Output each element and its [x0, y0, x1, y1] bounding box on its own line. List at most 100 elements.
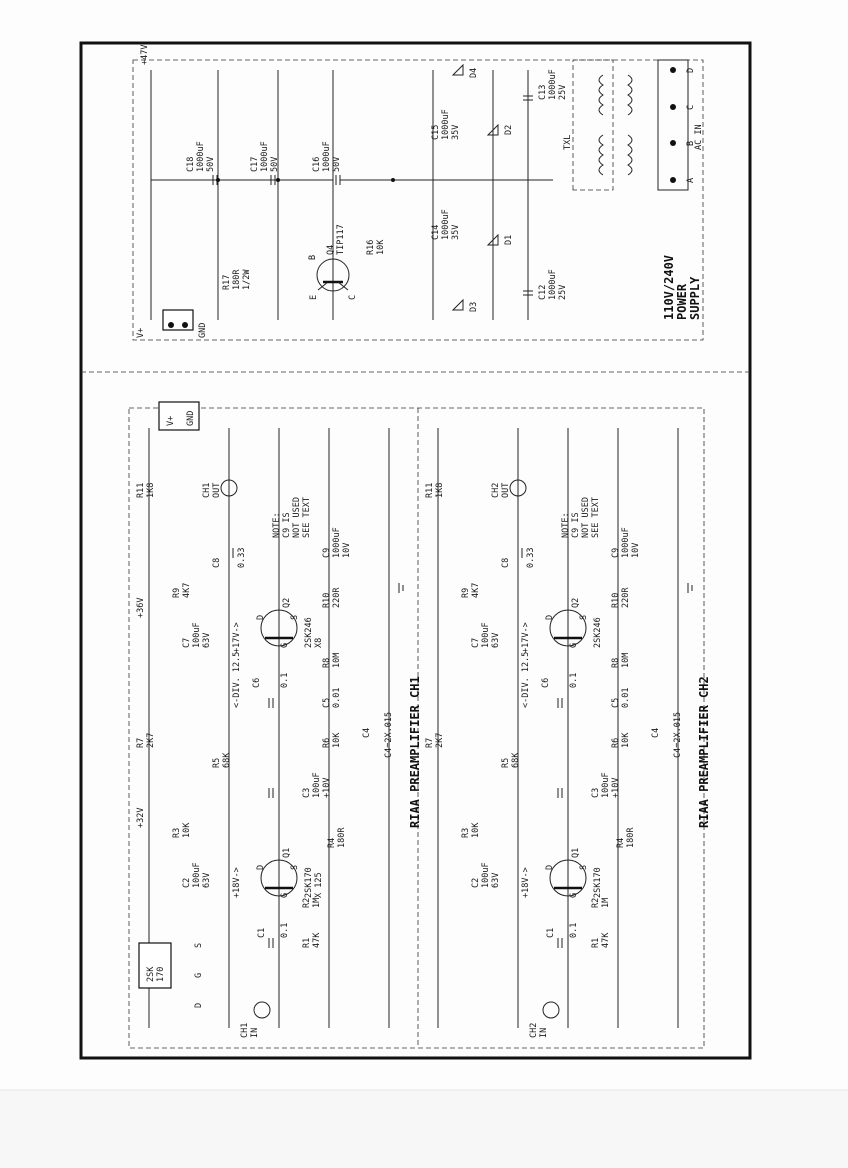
- ch2-r5-label: R5: [501, 758, 511, 768]
- ch1-c8-label: C8: [212, 558, 222, 568]
- c13-label: C13: [538, 85, 548, 100]
- ch1-rail32: +32V: [136, 808, 146, 828]
- ch1-r8-label: R8: [322, 658, 332, 668]
- ch1-r8-value: 10M: [332, 653, 342, 668]
- c15-voltage: 35V: [451, 125, 461, 140]
- ch2-v17: +17V->: [521, 622, 531, 653]
- power-supply-section: [150, 59, 689, 331]
- ps-pin-gnd: GND: [198, 323, 208, 338]
- c17-label: C17: [250, 157, 260, 172]
- ch1-q2-label: Q2: [282, 598, 292, 608]
- ch1-c3-label: C3: [302, 788, 312, 798]
- c15-label: C15: [431, 125, 441, 140]
- ch1-c9-voltage: 10V: [342, 543, 352, 558]
- ch1-c5-value: 0.01: [332, 688, 342, 708]
- ch2-r3-value: 10K: [471, 822, 481, 838]
- ch1-r3-label: R3: [172, 828, 182, 838]
- c18-label: C18: [186, 157, 196, 172]
- ch2-input-label: CH2: [529, 1023, 539, 1038]
- c12-label: C12: [538, 285, 548, 300]
- ch1-note-4: SEE TEXT: [302, 497, 312, 538]
- ch1-q1-part: 2SK170: [304, 867, 314, 898]
- ch2-r8-label: R8: [611, 658, 621, 668]
- ch2-r8-value: 10M: [621, 653, 631, 668]
- ch2-c7-voltage: 63V: [491, 633, 501, 648]
- ch2-c3-voltage: +10V: [611, 778, 621, 798]
- ch2-r3-label: R3: [461, 828, 471, 838]
- ch1-rail36: +36V: [136, 598, 146, 618]
- ch2-c8-label: C8: [501, 558, 511, 568]
- ch1-c7-voltage: 63V: [202, 633, 212, 648]
- ch2-q1-part: 2SK170: [593, 867, 603, 898]
- ch2-v18: +18V->: [521, 867, 531, 898]
- ch1-c8-value: 0.33: [237, 548, 247, 568]
- q4-part: TIP117: [336, 224, 346, 255]
- ch2-q2-pin-d: D: [545, 615, 555, 620]
- ch2-r1-label: R1: [591, 938, 601, 948]
- ch1-r3-value: 10K: [182, 822, 192, 838]
- ch2-r7-value: 2K7: [435, 733, 445, 748]
- plus47-label: +47V: [140, 45, 150, 65]
- ps-pin-vplus: V+: [136, 328, 146, 338]
- ch2-c3-value: 100uF: [601, 772, 611, 798]
- d1-label: D1: [504, 235, 514, 245]
- ac-pin-d: D: [686, 68, 696, 73]
- ch1-c7-value: 100uF: [192, 622, 202, 648]
- ch1-c7-label: C7: [182, 638, 192, 648]
- c15-value: 1000uF: [441, 109, 451, 140]
- pinout-pin-g: G: [194, 973, 204, 978]
- ch1-r7-value: 2K7: [146, 733, 156, 748]
- power-supply-title-2: POWER: [675, 283, 689, 320]
- ch1-note-3: NOT USED: [292, 497, 302, 538]
- ch2-r4-value: 180R: [626, 827, 636, 848]
- q4-pin-b: B: [308, 255, 318, 260]
- c13-value: 1000uF: [548, 69, 558, 100]
- ch2-output-label: CH2: [491, 483, 501, 498]
- ch1-r5-value: 68K: [222, 752, 232, 768]
- ch1-q2-mult: X8: [314, 638, 324, 648]
- ch1-c6-label: C6: [252, 678, 262, 688]
- ch2-r6-value: 10K: [621, 732, 631, 748]
- ch2-c6-value: 0.1: [569, 673, 579, 688]
- ch1-r4-label: R4: [327, 838, 337, 848]
- ch1-r5-label: R5: [212, 758, 222, 768]
- ch1-div: <-DIV. 12.5: [232, 652, 242, 708]
- c18-value: 1000uF: [196, 141, 206, 172]
- ch2-c3-label: C3: [591, 788, 601, 798]
- ch1-c5-label: C5: [322, 698, 332, 708]
- ch1-c2-label: C2: [182, 878, 192, 888]
- ch2-c4eq: C4=2X.015: [673, 712, 683, 758]
- c14-voltage: 35V: [451, 225, 461, 240]
- ch1-c4eq: C4=2X.015: [384, 712, 394, 758]
- ch1-r10-label: R10: [322, 593, 332, 608]
- ch1-q1-pin-d: D: [256, 865, 266, 870]
- ch2-r2-label: R2: [591, 898, 601, 908]
- ch2-c5-label: C5: [611, 698, 621, 708]
- ch2-c9-voltage: 10V: [631, 543, 641, 558]
- ch1-r9-value: 4K7: [182, 583, 192, 598]
- ch1-v18: +18V->: [232, 867, 242, 898]
- ch2-c7-value: 100uF: [481, 622, 491, 648]
- d2-label: D2: [504, 125, 514, 135]
- c16-voltage: 50V: [332, 157, 342, 172]
- ch1-r1-value: 47K: [312, 932, 322, 948]
- ch2-c4-label: C4: [651, 728, 661, 738]
- ch1-r2-value: 1M: [312, 898, 322, 908]
- ch2-q1-pin-g: G: [569, 893, 579, 898]
- ch1-c3-value: 100uF: [312, 772, 322, 798]
- drawing-frame: [79, 41, 752, 1060]
- ch2-c2-voltage: 63V: [491, 873, 501, 888]
- c17-value: 1000uF: [260, 141, 270, 172]
- ch2-r6-label: R6: [611, 738, 621, 748]
- ch2-input-sub: IN: [539, 1028, 549, 1038]
- ch2-r10-value: 220R: [621, 587, 631, 608]
- ch1-c9-label: C9: [322, 548, 332, 558]
- ch2-r7-label: R7: [425, 738, 435, 748]
- ac-pin-a: A: [686, 178, 696, 183]
- ch1-q2-pin-s: S: [290, 615, 300, 620]
- ch1-r10-value: 220R: [332, 587, 342, 608]
- ch2-note-4: SEE TEXT: [591, 497, 601, 538]
- q4-label: Q4: [326, 245, 336, 255]
- ch2-c1-label: C1: [546, 928, 556, 938]
